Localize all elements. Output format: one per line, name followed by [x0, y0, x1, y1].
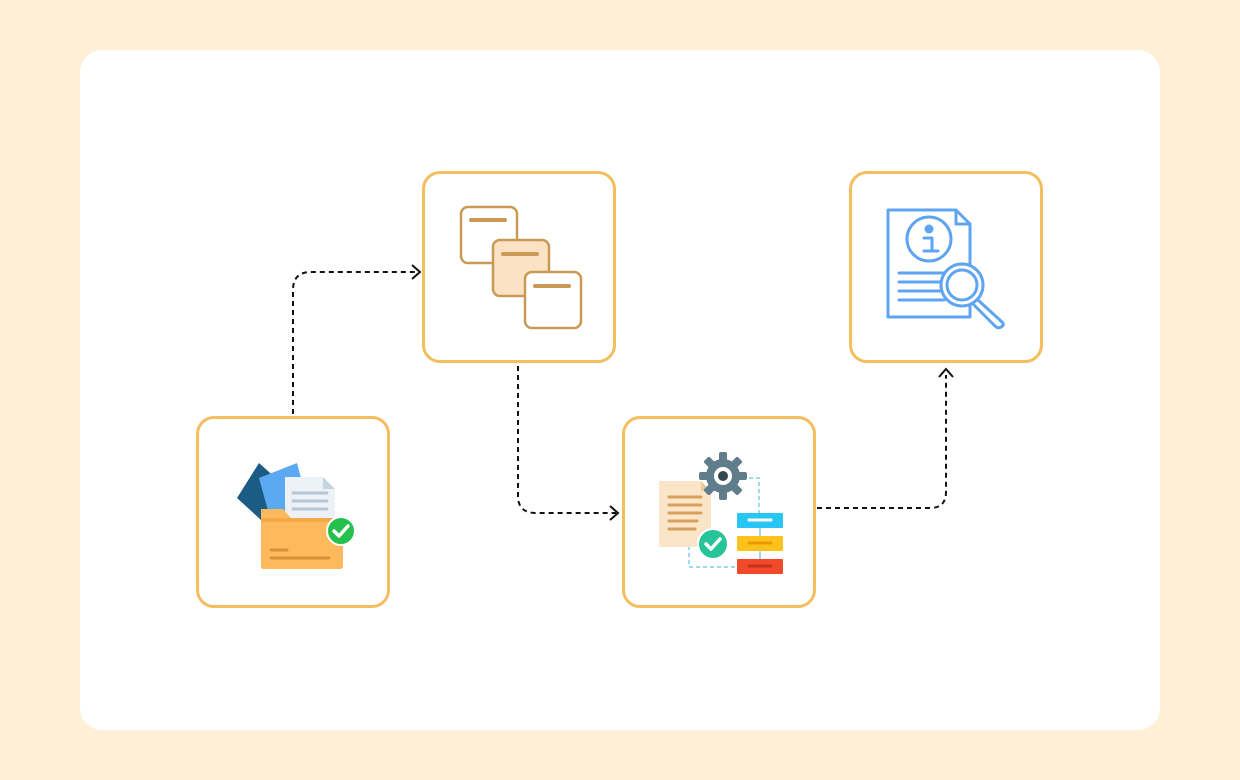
diagram-canvas	[80, 50, 1160, 730]
arrowhead-stack	[411, 264, 422, 280]
edge-folder-to-stack	[292, 271, 418, 414]
node-folder[interactable]	[196, 416, 390, 608]
info-document-magnifier-icon	[886, 208, 1005, 330]
node-process[interactable]	[622, 416, 816, 608]
node-report[interactable]	[849, 171, 1043, 363]
folder-documents-check-icon	[237, 463, 356, 569]
connector-layer	[292, 264, 954, 521]
arrowhead-process	[609, 505, 620, 521]
edge-process-to-report	[817, 375, 947, 509]
document-gear-workflow-icon	[659, 452, 783, 574]
edge-stack-to-process	[517, 366, 616, 514]
stacked-cards-icon	[459, 205, 583, 330]
arrowhead-report	[938, 367, 954, 378]
node-stack[interactable]	[422, 171, 616, 363]
